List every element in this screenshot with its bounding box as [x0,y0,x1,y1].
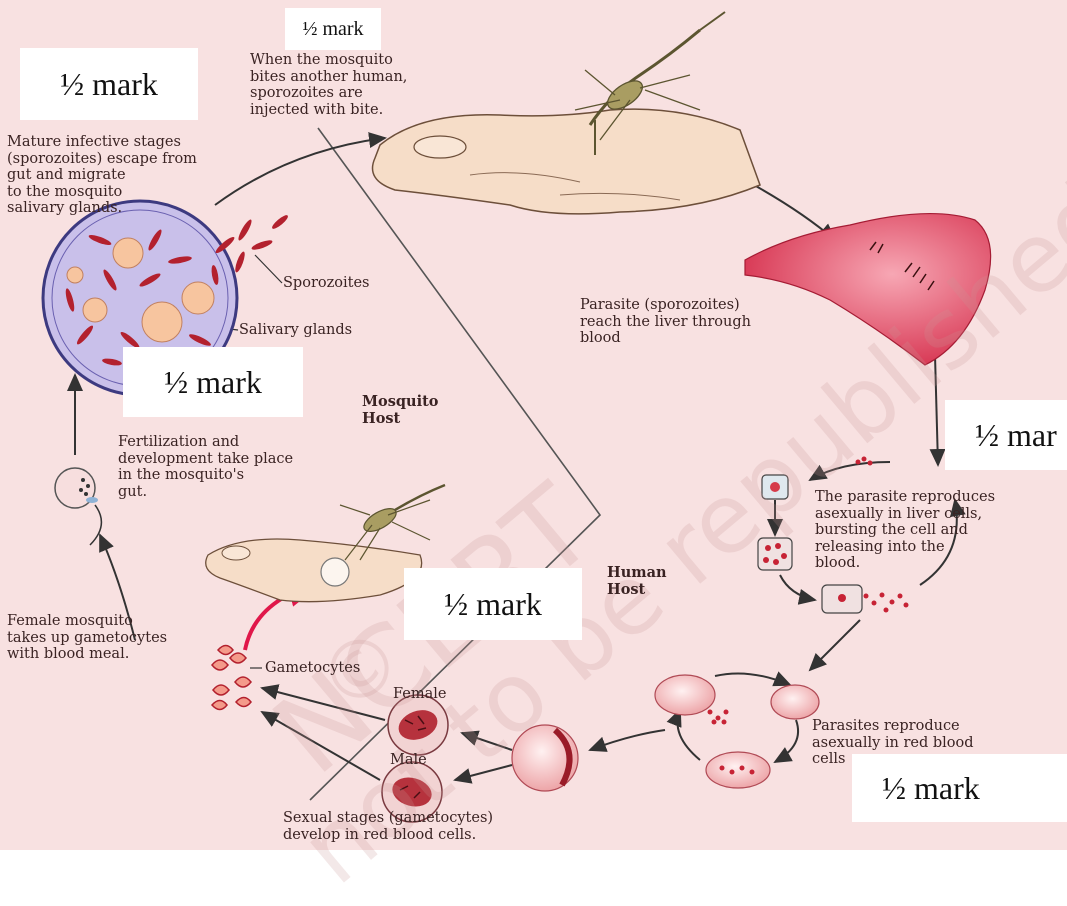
label-fertilization: Fertilization and development take place… [118,434,293,500]
label-mosquito-host: Mosquito Host [362,394,438,427]
arrow-rbc-top [715,673,790,685]
mark-box-top-left: ½ mark [20,48,198,120]
label-liver-cells: The parasite reproduces asexually in liv… [815,489,995,572]
hand-illustration-top [373,109,761,214]
label-sexual-stages: Sexual stages (gametocytes) develop in r… [283,810,493,843]
mark-box-bottom-right: ½ mark [852,754,1067,822]
label-human-host: Human Host [607,565,667,598]
mark-box-top: ½ mark [285,8,381,50]
malaria-life-cycle-diagram: NCERT not to be republished © When the m… [0,0,1067,850]
gametocytes-cluster [212,646,251,710]
label-salivary-glands: Salivary glands [239,322,352,339]
arrow-rbc-right [775,720,798,762]
arrow-glands-to-bite [215,138,385,205]
label-mature-stages: Mature infective stages (sporozoites) es… [7,134,197,217]
arrow-rbc-to-gametocyte-cell [590,730,665,750]
mark-box-center: ½ mark [404,568,582,640]
label-female: Female [393,686,446,703]
zygote-illustration [55,468,101,545]
arrow-rbc-left [678,710,701,760]
label-male: Male [390,752,427,769]
arrow-liver-cycle-bottom [780,575,815,600]
label-sporozoites: Sporozoites [283,275,369,292]
mark-box-mid-left: ½ mark [123,347,303,417]
label-female-mosquito: Female mosquito takes up gametocytes wit… [7,613,167,663]
label-gametocytes: Gametocytes [265,660,360,677]
label-bite: When the mosquito bites another human, s… [250,52,407,118]
label-liver: Parasite (sporozoites) reach the liver t… [580,297,751,347]
mark-box-right: ½ mar [945,400,1067,470]
arrow-liver-to-rbc [810,620,860,670]
